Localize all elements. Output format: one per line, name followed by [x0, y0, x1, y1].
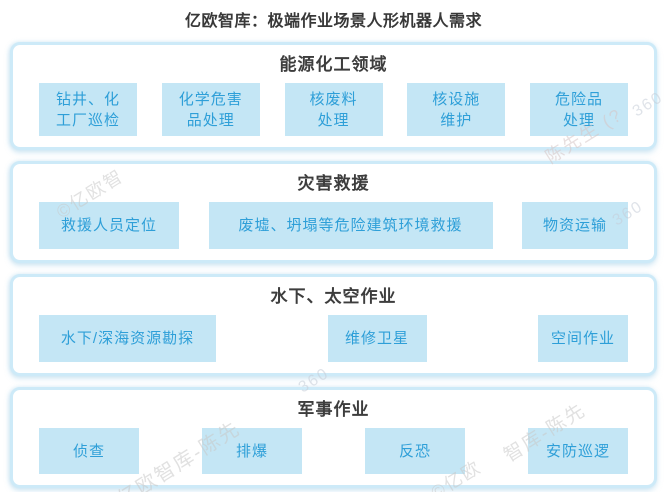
item-box-rescuer-positioning: 救援人员定位	[39, 202, 179, 249]
item-box-drilling-plant-inspection: 钻井、化 工厂巡检	[39, 83, 137, 136]
item-box-space-operations: 空间作业	[538, 315, 628, 362]
section-heading-energy-chemical: 能源化工领域	[279, 55, 388, 74]
page-title: 亿欧智库：极端作业场景人形机器人需求	[184, 13, 482, 30]
item-box-satellite-repair: 维修卫星	[327, 315, 427, 362]
section-heading-underwater-space: 水下、太空作业	[270, 287, 397, 306]
item-box-material-transport: 物资运输	[522, 202, 628, 249]
item-row: 水下/深海资源勘探 维修卫星 空间作业	[13, 315, 654, 373]
section-card-energy-chemical: 能源化工领域 钻井、化 工厂巡检 化学危害 品处理 核废料 处理 核设施 维护 …	[10, 42, 657, 150]
section-heading-disaster-rescue: 灾害救援	[297, 174, 370, 193]
item-box-nuclear-waste-disposal: 核废料 处理	[284, 83, 383, 136]
item-box-reconnaissance: 侦查	[39, 428, 139, 474]
item-box-counter-terrorism: 反恐	[365, 428, 465, 474]
item-box-ruins-collapse-rescue: 废墟、坍塌等危险建筑环境救援	[208, 202, 493, 249]
section-card-underwater-space: 水下、太空作业 水下/深海资源勘探 维修卫星 空间作业	[10, 274, 657, 376]
item-box-nuclear-facility-maintenance: 核设施 维护	[407, 83, 506, 136]
section-heading-military: 军事作业	[297, 400, 370, 419]
item-box-chemical-hazard-handling: 化学危害 品处理	[161, 83, 260, 136]
item-row: 救援人员定位 废墟、坍塌等危险建筑环境救援 物资运输	[13, 202, 654, 260]
item-box-dangerous-goods-handling: 危险品 处理	[530, 83, 628, 136]
item-row: 侦查 排爆 反恐 安防巡逻	[13, 428, 654, 485]
item-box-security-patrol: 安防巡逻	[528, 428, 628, 474]
item-box-bomb-disposal: 排爆	[202, 428, 302, 474]
section-card-military: 军事作业 侦查 排爆 反恐 安防巡逻	[10, 387, 657, 488]
item-row: 钻井、化 工厂巡检 化学危害 品处理 核废料 处理 核设施 维护 危险品 处理	[13, 83, 654, 147]
section-card-disaster-rescue: 灾害救援 救援人员定位 废墟、坍塌等危险建筑环境救援 物资运输	[10, 161, 657, 263]
item-box-deep-sea-exploration: 水下/深海资源勘探	[39, 315, 216, 362]
